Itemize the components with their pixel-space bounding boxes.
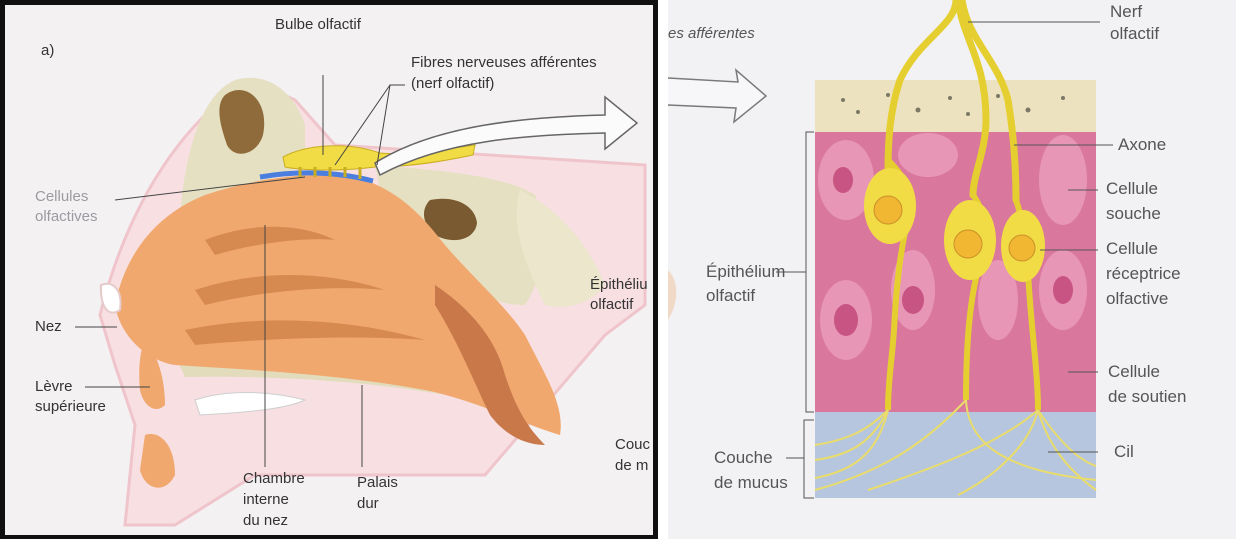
label-couche-cut-line2: de m [615,456,648,476]
label-souche-line1: Cellule [1106,177,1158,200]
label-epithelium-cut-line2: olfactif [590,295,633,315]
label-soutien-line1: Cellule [1108,360,1160,383]
label-levre-line2: supérieure [35,397,106,417]
label-fibres-line1: Fibres nerveuses afférentes [411,53,597,73]
label-axone: Axone [1118,133,1166,156]
neighbor-fragment [668,270,676,320]
label-recept-line3: olfactive [1106,287,1168,310]
right-panel-olfactory-epithelium: es afférentes Nerf olfactif Axone Cellul… [668,0,1236,539]
label-nez: Nez [35,317,62,337]
label-mucus-line2: de mucus [714,471,788,494]
incoming-arrow [668,70,766,122]
nasal-cavity-figure: a) Bulbe olfactif Fibres nerveuses affér… [5,5,653,535]
label-palais-line2: dur [357,494,379,514]
label-palais-line1: Palais [357,473,398,493]
label-chambre-line1: Chambre [243,469,305,489]
label-levre-line1: Lèvre [35,377,73,397]
label-soutien-line2: de soutien [1108,385,1186,408]
panel-letter: a) [41,41,54,61]
left-panel-nasal-cavity: a) Bulbe olfactif Fibres nerveuses affér… [0,0,658,539]
mucus-layer [815,412,1096,498]
label-epithelium-line1: Épithélium [706,260,785,283]
label-chambre-line3: du nez [243,511,288,531]
label-mucus-line1: Couche [714,446,773,469]
label-nerf-line1: Nerf [1110,0,1142,23]
label-bulbe-olfactif: Bulbe olfactif [275,15,361,35]
label-couche-cut-line1: Couc [615,435,650,455]
label-recept-line2: réceptrice [1106,262,1181,285]
label-cil: Cil [1114,440,1134,463]
label-souche-line2: souche [1106,202,1161,225]
label-nerf-line2: olfactif [1110,22,1159,45]
nasal-cavity-illustration [5,5,653,535]
cribriform-bone [815,80,1096,132]
label-fibres-line2: (nerf olfactif) [411,74,494,94]
label-epithelium-line2: olfactif [706,284,755,307]
label-afferentes-cut: es afférentes [668,24,755,44]
label-epithelium-cut-line1: Épithéliu [590,275,648,295]
label-recept-line1: Cellule [1106,237,1158,260]
label-chambre-line2: interne [243,490,289,510]
label-cellules-line2: olfactives [35,207,98,227]
label-cellules-line1: Cellules [35,187,88,207]
